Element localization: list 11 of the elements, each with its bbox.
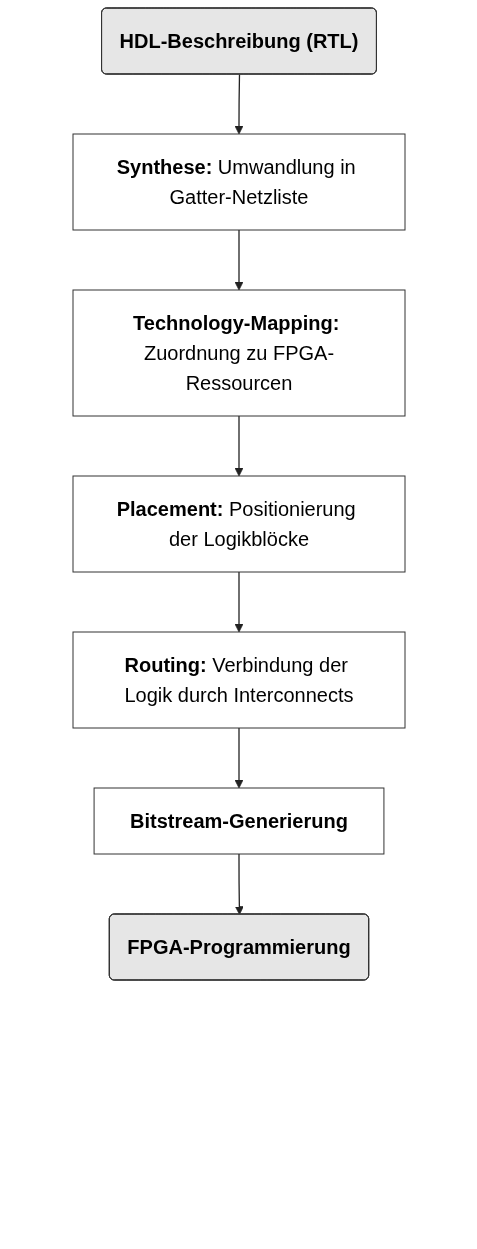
node-box: Bitstream-Generierung <box>93 787 384 855</box>
arrow <box>234 229 243 291</box>
node-box: Placement: Positionierung der Logikblöcke <box>72 475 405 573</box>
arrow <box>234 727 243 789</box>
arrow <box>234 415 243 477</box>
node-box: Technology-Mapping: Zuordnung zu FPGA-Ressourcen <box>72 289 405 417</box>
node-box: Synthese: Umwandlung in Gatter-Netzliste <box>72 133 405 231</box>
arrow <box>234 73 243 135</box>
node-box: Routing: Verbindung der Logik durch Interconnects <box>72 631 405 729</box>
arrow <box>234 571 243 633</box>
arrow <box>234 853 244 915</box>
